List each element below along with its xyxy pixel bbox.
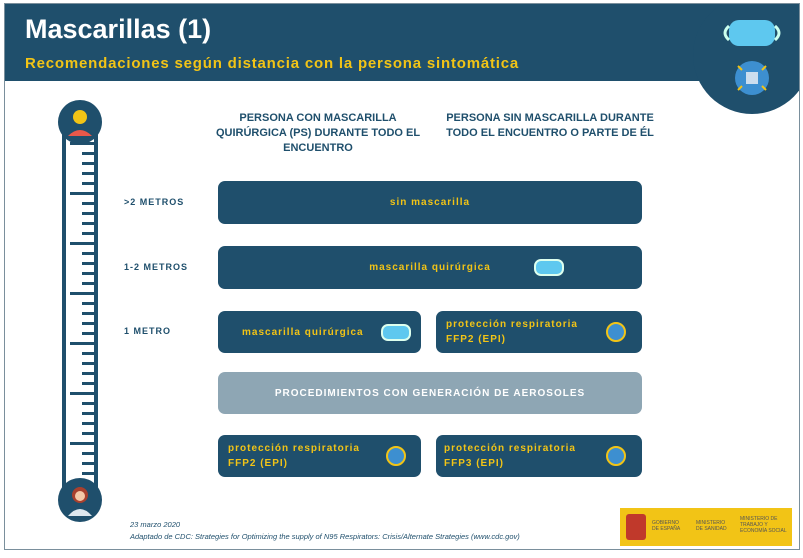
respirator-icon (386, 446, 406, 466)
ruler-tick (70, 342, 94, 345)
respirator-icon (606, 322, 626, 342)
recommendation-box: mascarilla quirúrgica (218, 311, 421, 353)
box-label: protección respiratoria FFP3 (EPI) (444, 443, 576, 469)
ruler-tick (82, 432, 94, 435)
ruler-tick (70, 292, 94, 295)
recommendation-box: protección respiratoria FFP3 (EPI) (436, 435, 642, 477)
ruler-tick (82, 372, 94, 375)
page-title: Mascarillas (1) (25, 14, 212, 44)
ruler-tick (82, 282, 94, 285)
column-header-without-mask: PERSONA SIN MASCARILLA DURANTE TODO EL E… (446, 112, 654, 139)
ruler-tick (82, 182, 94, 185)
infographic: Mascarillas (1) Recomendaciones según di… (4, 3, 800, 550)
ruler-tick (70, 242, 94, 245)
box-label: mascarilla quirúrgica (369, 262, 491, 273)
column-header-with-mask: PERSONA CON MASCARILLA QUIRÚRGICA (PS) D… (215, 112, 421, 154)
aerosol-procedures-box: PROCEDIMIENTOS CON GENERACIÓN DE AEROSOL… (218, 372, 642, 414)
ruler-tick (82, 202, 94, 205)
ruler-tick (82, 252, 94, 255)
distance-label: >2 METROS (124, 197, 185, 207)
page-subtitle: Recomendaciones según distancia con la p… (25, 55, 520, 72)
ruler-tick (82, 362, 94, 365)
box-label: protección respiratoria FFP2 (EPI) (446, 319, 578, 345)
respirator-icon (606, 446, 626, 466)
government-logo: GOBIERNO DE ESPAÑA MINISTERIO DE SANIDAD… (620, 508, 792, 546)
ruler-tick (82, 322, 94, 325)
recommendation-box: sin mascarilla (218, 181, 642, 224)
ruler-tick (82, 382, 94, 385)
man-avatar-icon (58, 100, 102, 144)
ruler-tick (82, 302, 94, 305)
recommendation-box: mascarilla quirúrgica (218, 246, 642, 289)
header: Mascarillas (1) Recomendaciones según di… (5, 4, 799, 81)
surgical-mask-icon (381, 324, 411, 341)
box-label: sin mascarilla (389, 197, 471, 208)
ruler-tick (82, 402, 94, 405)
logo-text: MINISTERIO DE SANIDAD (696, 520, 727, 532)
ruler-tick (82, 352, 94, 355)
logo-text: MINISTERIO DE TRABAJO Y ECONOMÍA SOCIAL (740, 516, 787, 534)
ruler-tick (82, 262, 94, 265)
surgical-mask-icon (534, 259, 564, 276)
ruler-tick (82, 222, 94, 225)
recommendation-box: protección respiratoria FFP2 (EPI) (436, 311, 642, 353)
coat-of-arms-icon (626, 514, 646, 540)
woman-avatar-icon (58, 478, 102, 522)
ruler-tick (82, 212, 94, 215)
ruler-tick (70, 442, 94, 445)
respirator-icon (735, 61, 769, 95)
surgical-mask-icon (723, 20, 781, 95)
ruler-tick (82, 412, 94, 415)
box-label: PROCEDIMIENTOS CON GENERACIÓN DE AEROSOL… (274, 387, 586, 399)
distance-label: 1-2 METROS (124, 262, 189, 272)
distance-label: 1 METRO (124, 326, 172, 336)
footer-date: 23 marzo 2020 (130, 520, 181, 529)
ruler-tick (82, 312, 94, 315)
ruler-tick (82, 172, 94, 175)
ruler-tick (70, 392, 94, 395)
ruler-tick (82, 232, 94, 235)
logo-text: GOBIERNO DE ESPAÑA (652, 520, 681, 532)
recommendation-box: protección respiratoria FFP2 (EPI) (218, 435, 421, 477)
ruler-tick (82, 272, 94, 275)
ruler-tick (82, 462, 94, 465)
ruler-tick (82, 162, 94, 165)
ruler-tick (82, 472, 94, 475)
distance-ruler (62, 120, 98, 500)
ruler-tick (82, 452, 94, 455)
ruler-tick (82, 422, 94, 425)
footer-source: Adaptado de CDC: Strategies for Optimizi… (130, 532, 520, 541)
mask-icons-circle (693, 4, 799, 114)
ruler-tick (82, 152, 94, 155)
box-label: mascarilla quirúrgica (242, 326, 364, 338)
ruler-tick (82, 332, 94, 335)
box-label: protección respiratoria FFP2 (EPI) (228, 443, 360, 469)
ruler-tick (70, 192, 94, 195)
